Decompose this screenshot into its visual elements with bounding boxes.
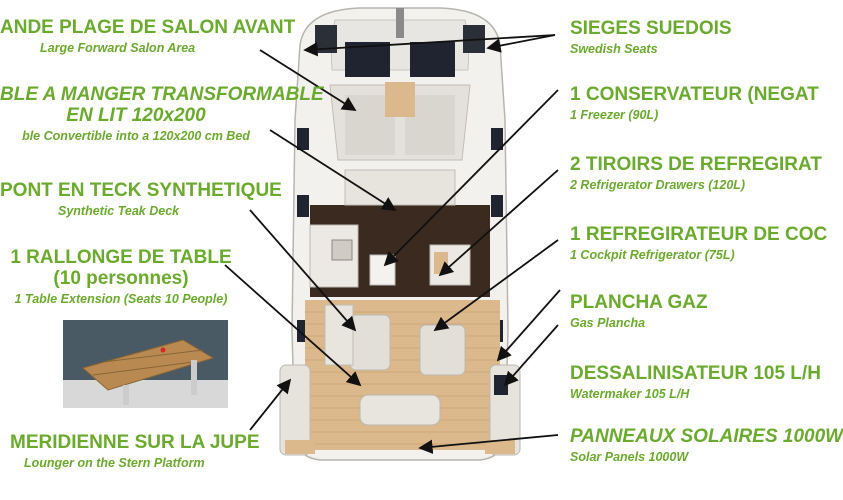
hatch [297,128,309,150]
hatch [315,25,337,53]
boat-plan [224,7,561,461]
label-table: BLE A MANGER TRANSFORMABLE EN LIT 120x20… [0,84,324,144]
mast [396,8,404,38]
label-teck: PONT EN TECK SYNTHETIQUE Synthetic Teak … [0,180,282,219]
sieges-en: Swedish Seats [570,42,658,56]
teck-en: Synthetic Teak Deck [58,204,180,218]
stern-step [485,440,515,454]
arrow-sieges2 [486,34,556,53]
label-sieges: SIEGES SUEDOIS Swedish Seats [570,18,732,57]
tiroirs-en: 2 Refrigerator Drawers (120L) [570,178,746,192]
arrow-tiroirs [438,169,559,277]
label-plancha: PLANCHA GAZ Gas Plancha [570,292,708,331]
nav-area [344,169,456,206]
conservateur-fr: 1 CONSERVATEUR (NEGAT [570,84,819,105]
label-meridienne: MERIDIENNE SUR LA JUPE Lounger on the St… [10,432,260,471]
rallonge-en: 1 Table Extension (Seats 10 People) [14,292,228,306]
hatch [491,195,503,217]
plancha-fr: PLANCHA GAZ [570,292,708,313]
callout-arrows [224,34,561,454]
refregirateur-fr: 1 REFREGIRATEUR DE COC [570,224,828,245]
tiroirs-fr: 2 TIROIRS DE REFREGIRAT [570,154,822,175]
label-panneaux: PANNEAUX SOLAIRES 1000W Solar Panels 100… [570,426,843,465]
hatch [410,42,455,77]
plancha-en: Gas Plancha [570,316,646,330]
table-en: ble Convertible into a 120x200 cm Bed [22,129,250,143]
arrow-conservateur [383,89,559,267]
refregirateur-en: 1 Cockpit Refrigerator (75L) [570,248,735,262]
arrow-refregirateur [433,239,559,332]
salon-table [369,254,396,286]
label-dessal: DESSALINISATEUR 105 L/H Watermaker 105 L… [570,363,821,402]
label-salon: ANDE PLAGE DE SALON AVANT Large Forward … [0,17,295,56]
catamaran-layout-diagram: ANDE PLAGE DE SALON AVANT Large Forward … [0,7,843,471]
arrow-teck [249,209,357,332]
sieges-fr: SIEGES SUEDOIS [570,18,732,39]
label-refregirateur: 1 REFREGIRATEUR DE COC 1 Cockpit Refrige… [570,224,827,263]
galley-stove [331,239,353,261]
salon-en: Large Forward Salon Area [40,41,196,55]
cockpit-bench [349,314,391,371]
cockpit-seat [324,304,354,366]
stern-step [285,440,315,454]
hatch [491,128,503,150]
arrow-sieges1 [303,34,556,57]
salon-fr: ANDE PLAGE DE SALON AVANT [0,17,296,38]
panneaux-fr: PANNEAUX SOLAIRES 1000W [570,426,843,447]
rallonge-fr2: (10 personnes) [53,268,189,289]
arrow-salon [259,49,357,111]
label-rallonge: 1 RALLONGE DE TABLE (10 personnes) 1 Tab… [5,247,237,307]
meridienne-en: Lounger on the Stern Platform [24,456,205,470]
label-tiroirs: 2 TIROIRS DE REFREGIRAT 2 Refrigerator D… [570,154,822,193]
aft-lounger [359,394,441,426]
arrow-plancha [496,289,561,362]
arrow-rallonge [224,264,362,387]
dessal-fr: DESSALINISATEUR 105 L/H [570,363,821,384]
label-conservateur: 1 CONSERVATEUR (NEGAT 1 Freezer (90L) [570,84,819,123]
arrow-meridienne [249,378,292,431]
panneaux-en: Solar Panels 1000W [570,450,689,464]
conservateur-en: 1 Freezer (90L) [570,108,659,122]
arrow-dessal [503,324,559,387]
arrow-panneaux [418,434,559,454]
dessal-en: Watermaker 105 L/H [570,387,690,401]
table-extension-photo [63,320,228,408]
arrow-table [269,129,397,211]
table-fr2: EN LIT 120x200 [66,105,206,126]
teck-fr: PONT EN TECK SYNTHETIQUE [0,180,282,201]
hatch [297,195,309,217]
meridienne-fr: MERIDIENNE SUR LA JUPE [10,432,260,453]
rallonge-fr1: 1 RALLONGE DE TABLE [10,247,232,268]
cockpit-bench [419,324,466,376]
forward-teak [385,82,415,117]
table-fr1: BLE A MANGER TRANSFORMABLE [0,84,324,105]
